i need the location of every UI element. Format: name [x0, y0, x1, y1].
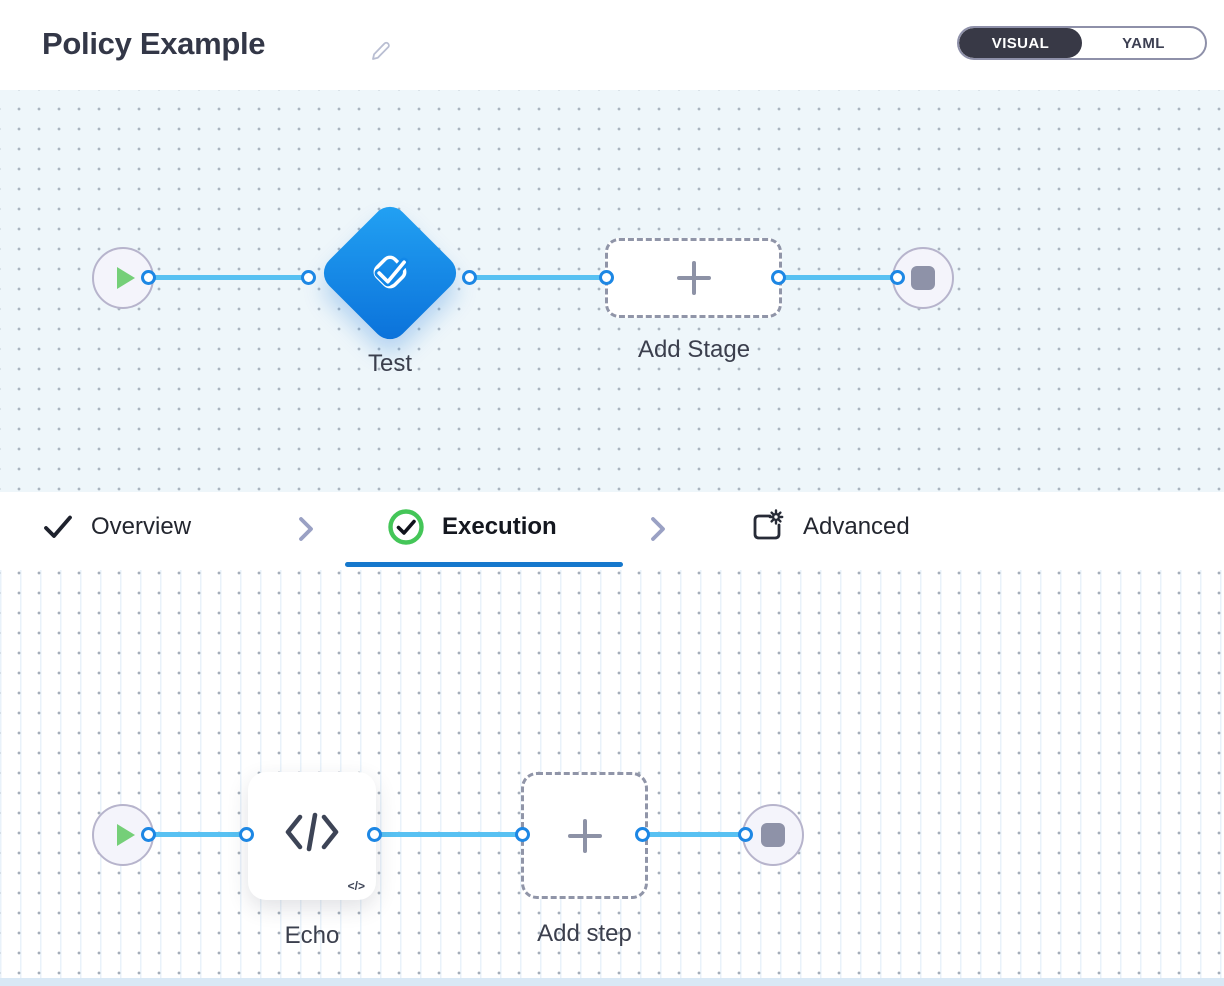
code-icon	[285, 812, 339, 852]
port[interactable]	[890, 270, 905, 285]
tab-overview[interactable]: Overview	[42, 492, 191, 562]
edge	[149, 275, 309, 280]
stage-node-test[interactable]	[316, 199, 464, 347]
edge	[779, 275, 898, 280]
edge	[645, 832, 748, 837]
port[interactable]	[771, 270, 786, 285]
check-circle-icon	[388, 509, 424, 545]
port[interactable]	[515, 827, 530, 842]
port[interactable]	[141, 270, 156, 285]
port[interactable]	[367, 827, 382, 842]
visual-yaml-toggle: VISUAL YAML	[957, 26, 1207, 60]
edge	[149, 832, 247, 837]
add-stage-button[interactable]	[605, 238, 782, 318]
edge	[377, 832, 523, 837]
tab-advanced[interactable]: Advanced	[748, 492, 910, 562]
execution-canvas[interactable]: </> Echo Add step	[0, 570, 1224, 978]
add-stage-label: Add Stage	[637, 336, 751, 363]
port[interactable]	[239, 827, 254, 842]
port[interactable]	[635, 827, 650, 842]
port[interactable]	[599, 270, 614, 285]
stage-config-tabbar: Overview Execution	[0, 492, 1224, 570]
port[interactable]	[738, 827, 753, 842]
port[interactable]	[301, 270, 316, 285]
tab-execution-label: Execution	[442, 513, 557, 540]
tab-advanced-label: Advanced	[803, 513, 910, 540]
port[interactable]	[141, 827, 156, 842]
edge	[470, 275, 607, 280]
gear-glyph	[768, 509, 784, 525]
stop-icon	[911, 266, 935, 290]
header: Policy Example VISUAL YAML	[0, 0, 1224, 90]
stage-canvas[interactable]: Test Add Stage	[0, 90, 1224, 492]
plus-icon	[676, 261, 711, 295]
add-step-button[interactable]	[521, 772, 648, 899]
check-icon	[44, 515, 72, 538]
plus-icon	[567, 818, 602, 853]
step-type-badge: </>	[347, 879, 365, 893]
settings-panel-icon	[753, 509, 784, 540]
port[interactable]	[462, 270, 477, 285]
tab-execution[interactable]: Execution	[387, 492, 557, 562]
step-node-echo[interactable]: </>	[248, 772, 376, 900]
toggle-yaml[interactable]: YAML	[1122, 34, 1165, 52]
chevron-right-icon	[299, 517, 313, 541]
play-icon	[117, 267, 135, 289]
chevron-right-icon	[651, 517, 665, 541]
stop-icon	[761, 823, 785, 847]
edit-title-icon[interactable]	[368, 38, 392, 62]
page-title: Policy Example	[42, 26, 266, 61]
step-label: Echo	[284, 922, 340, 949]
play-icon	[117, 824, 135, 846]
toggle-visual[interactable]: VISUAL	[959, 28, 1082, 58]
active-tab-underline	[345, 562, 623, 567]
bottom-panel-strip	[0, 978, 1224, 986]
stage-label: Test	[367, 350, 412, 377]
tab-overview-label: Overview	[91, 513, 192, 540]
add-step-label: Add step	[537, 920, 632, 947]
